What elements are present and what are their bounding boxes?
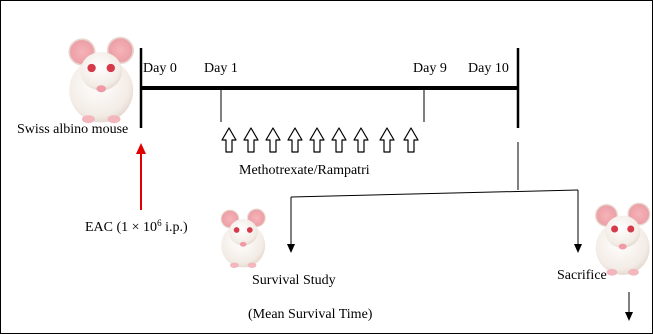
- hollow-up-arrow-icon: [243, 127, 259, 153]
- mouse-icon: [595, 202, 651, 277]
- hollow-up-arrow-icon: [331, 127, 347, 153]
- dose-arrows: [221, 127, 419, 153]
- mouse-label: Swiss albino mouse: [17, 122, 128, 137]
- treatment-label: Methotrexate/Rampatri: [239, 163, 370, 178]
- mouse-icon: [220, 208, 266, 269]
- down-arrow-icon: [625, 312, 633, 321]
- hollow-up-arrow-icon: [353, 127, 369, 153]
- hollow-up-arrow-icon: [221, 127, 237, 153]
- hollow-up-arrow-icon: [287, 127, 303, 153]
- survival-study-title: Survival Study: [252, 273, 336, 288]
- inoculation-label: EAC (1 × 106 i.p.): [85, 218, 188, 235]
- hollow-up-arrow-icon: [309, 127, 325, 153]
- day-10-label: Day 10: [468, 61, 509, 76]
- day-9-label: Day 9: [413, 61, 447, 76]
- inoculation-arrow: [136, 143, 146, 210]
- day-0-label: Day 0: [143, 61, 177, 76]
- sacrifice-label: Sacrifice: [557, 268, 607, 283]
- hollow-up-arrow-icon: [379, 127, 395, 153]
- endpoint-branches: [290, 142, 630, 312]
- hollow-up-arrow-icon: [265, 127, 281, 153]
- day-1-label: Day 1: [204, 61, 238, 76]
- mouse-icon: [68, 36, 134, 125]
- down-arrow-icon: [287, 244, 295, 253]
- down-arrow-icon: [574, 244, 582, 253]
- survival-study-subtitle: (Mean Survival Time): [248, 307, 373, 322]
- hollow-up-arrow-icon: [403, 127, 419, 153]
